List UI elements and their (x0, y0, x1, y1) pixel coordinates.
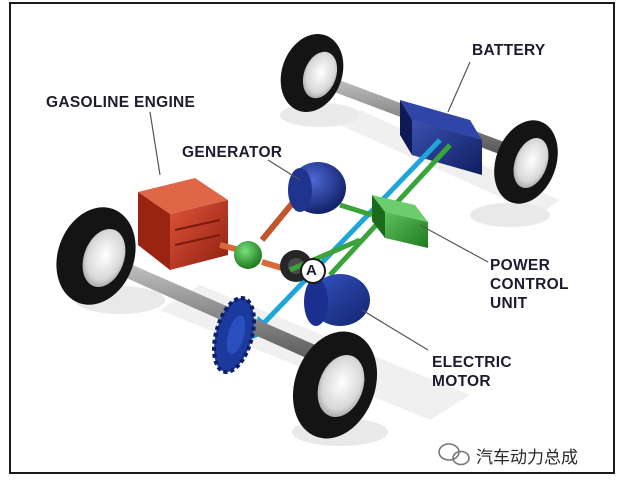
watermark-text: 汽车动力总成 (476, 448, 578, 468)
gasoline-engine-label: GASOLINE ENGINE (46, 94, 196, 111)
power-control-unit-label-line-2: CONTROL (490, 276, 569, 293)
leader-lines (149, 61, 489, 351)
power-control-unit-label-line-3: UNIT (490, 295, 528, 312)
gasoline-engine (138, 178, 228, 270)
electric-motor-label-line-2: MOTOR (432, 373, 491, 390)
wechat-logo-icon (438, 443, 470, 466)
power-split-device (234, 241, 262, 269)
rear-left-wheel (280, 34, 344, 112)
generator-label: GENERATOR (182, 144, 283, 161)
front-right-wheel (292, 331, 378, 439)
power-split-marker-circle (300, 258, 326, 284)
battery-label: BATTERY (472, 42, 546, 59)
generator (288, 162, 346, 214)
front-left-wheel (56, 207, 136, 305)
electric-motor-label-line-1: ELECTRIC (432, 354, 512, 371)
power-control-unit-label-line-1: POWER (490, 257, 551, 274)
rear-right-wheel (494, 120, 558, 204)
power-split-marker-label: A (306, 262, 318, 279)
differential-gear (212, 296, 256, 374)
power-control-unit (339, 195, 428, 248)
